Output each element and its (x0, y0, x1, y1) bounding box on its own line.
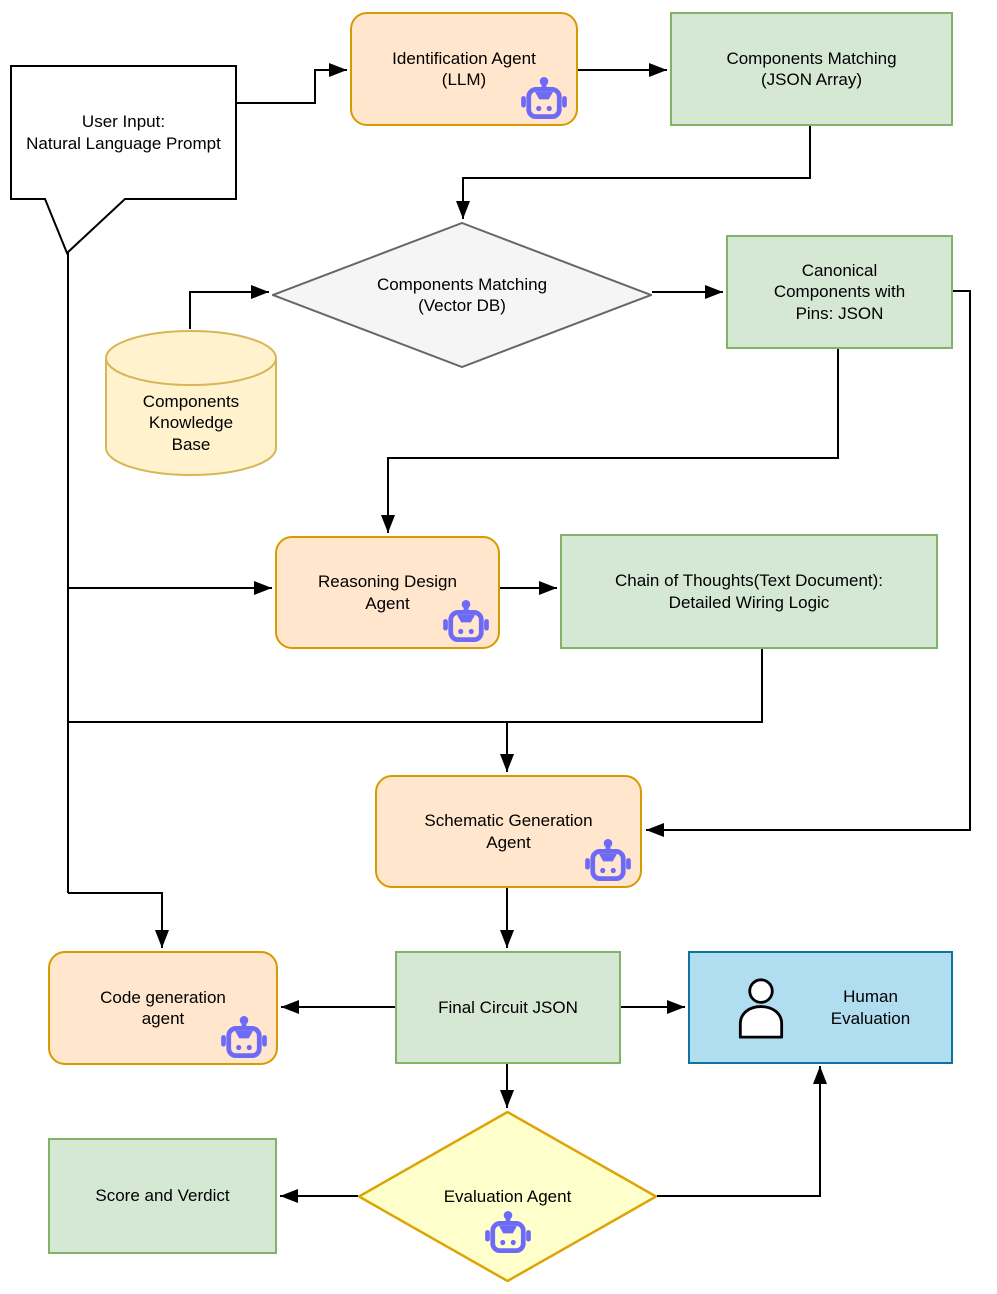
node-label: Chain of Thoughts(Text Document): Detail… (614, 571, 884, 612)
callout-shape (10, 65, 237, 255)
node-label: Components Matching (JSON Array) (726, 48, 897, 89)
robot-icon (443, 600, 489, 642)
connector-chain-down (507, 649, 763, 723)
node-chain-of-thoughts: Chain of Thoughts(Text Document): Detail… (560, 534, 938, 649)
node-label: Human Evaluation (830, 987, 911, 1028)
robot-icon (485, 1211, 531, 1253)
node-label: Schematic Generation Agent (424, 811, 593, 852)
node-label: Code generation agent (100, 987, 226, 1028)
node-label: Components Knowledge Base (142, 392, 240, 454)
node-label: User Input: Natural Language Prompt (26, 112, 221, 153)
node-identification-agent: Identification Agent (LLM) (350, 12, 578, 126)
node-schematic-agent: Schematic Generation Agent (375, 775, 642, 888)
node-label: Score and Verdict (95, 1186, 230, 1206)
node-label: Components Matching (Vector DB) (376, 274, 548, 315)
connector-matching-to-vectordb (456, 126, 811, 219)
person-icon (732, 977, 790, 1039)
node-components-matching-vector: Components Matching (Vector DB) (272, 222, 652, 368)
node-human-evaluation: Human Evaluation (688, 951, 953, 1064)
connector-kb-to-vectordb (189, 285, 269, 329)
node-user-input: User Input: Natural Language Prompt (10, 65, 237, 255)
connector-user-to-codegen (68, 892, 169, 948)
node-evaluation-agent: Evaluation Agent (358, 1111, 657, 1282)
node-label: Reasoning Design Agent (318, 572, 457, 613)
node-reasoning-agent: Reasoning Design Agent (275, 536, 500, 649)
robot-icon (585, 839, 631, 881)
diamond-shape (358, 1111, 657, 1282)
node-label: Final Circuit JSON (438, 997, 578, 1017)
node-final-circuit: Final Circuit JSON (395, 951, 621, 1064)
robot-icon (221, 1016, 267, 1058)
node-label: Canonical Components with Pins: JSON (773, 261, 906, 323)
node-label: Identification Agent (LLM) (392, 48, 536, 89)
node-label: Evaluation Agent (443, 1186, 572, 1206)
node-score-verdict: Score and Verdict (48, 1138, 277, 1254)
connector-evaluation-to-human (657, 1066, 827, 1197)
connector-canonical-to-reasoning (381, 349, 839, 533)
node-components-matching-json: Components Matching (JSON Array) (670, 12, 953, 126)
node-canonical-components: Canonical Components with Pins: JSON (726, 235, 953, 349)
node-knowledge-base: Components Knowledge Base (105, 330, 277, 476)
cylinder-shape (105, 330, 277, 476)
connector-user-to-identification (237, 63, 347, 104)
robot-icon (521, 77, 567, 119)
node-code-agent: Code generation agent (48, 951, 278, 1065)
